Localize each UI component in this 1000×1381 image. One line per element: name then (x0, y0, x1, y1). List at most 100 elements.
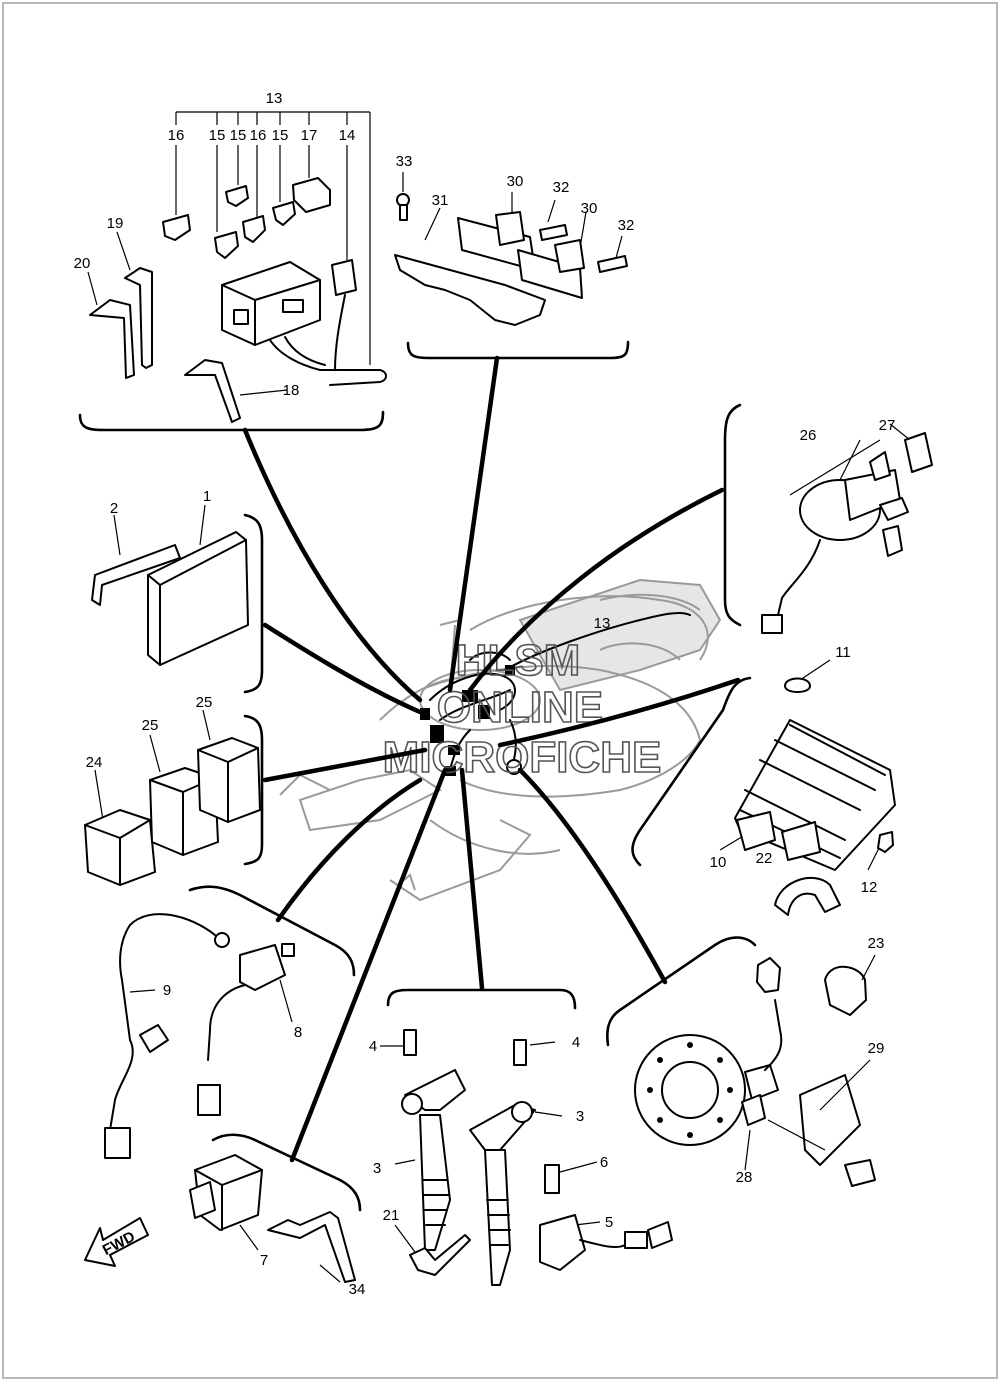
bolt-4b (513, 1039, 527, 1066)
label-11: 11 (835, 644, 851, 661)
group-brackets (78, 340, 757, 1212)
fuse-16a (162, 214, 191, 241)
sensor-5 (539, 1214, 586, 1271)
label-4a: 4 (369, 1038, 377, 1055)
label-32a: 32 (553, 179, 570, 196)
screw-32a (539, 224, 568, 241)
ecu-unit (147, 531, 249, 666)
label-20: 20 (74, 255, 91, 272)
label-24: 24 (86, 754, 103, 771)
coil-3b (484, 1149, 511, 1286)
label-25a: 25 (142, 717, 159, 734)
label-30a: 30 (507, 173, 524, 190)
lead-terminal-9 (104, 1127, 131, 1159)
label-27: 27 (879, 417, 896, 434)
watermark-line1: HLSM (456, 636, 581, 685)
label-21: 21 (383, 1207, 400, 1224)
sensor-5-group (539, 1161, 673, 1271)
fuse-15b (225, 185, 249, 207)
cable-tie-19 (124, 267, 153, 369)
relay-units-group (84, 709, 261, 886)
ignition-coils-group (380, 1029, 563, 1286)
fwd-arrow-icon (84, 1217, 149, 1267)
label-6: 6 (600, 1154, 608, 1171)
label-25b: 25 (196, 694, 213, 711)
label-33: 33 (396, 153, 413, 170)
label-12: 12 (861, 879, 878, 896)
label-8: 8 (294, 1024, 302, 1041)
mounting-bracket-31 (394, 254, 546, 326)
label-15a: 15 (209, 127, 226, 144)
part-labels: 13 16 15 15 16 15 17 14 19 20 18 33 31 3… (74, 90, 896, 1298)
pickup-group (634, 954, 876, 1187)
label-29: 29 (868, 1040, 885, 1057)
collar-12 (877, 831, 894, 853)
rectifier-group (719, 659, 896, 916)
clamp-22 (774, 876, 841, 916)
fuse-box-group (87, 111, 387, 423)
fuse-box (221, 261, 321, 346)
fuse-box-clip (233, 309, 249, 325)
sensor-plate-29 (799, 1074, 861, 1166)
holder-23 (824, 965, 867, 1016)
fuse-connector-14 (331, 259, 357, 296)
label-30b: 30 (581, 200, 598, 217)
label-5: 5 (605, 1214, 613, 1231)
bolt-4a (403, 1029, 417, 1056)
nut-11 (784, 677, 811, 693)
coil-3a (419, 1114, 451, 1251)
bolt-29 (844, 1159, 876, 1187)
cable-tie-18 (184, 359, 241, 423)
cable-tie-20 (89, 299, 135, 379)
label-4b: 4 (572, 1034, 580, 1051)
label-15b: 15 (230, 127, 247, 144)
label-26: 26 (800, 427, 817, 444)
callout-lines (242, 355, 741, 1163)
ignition-connector (761, 614, 783, 634)
label-18: 18 (283, 382, 300, 399)
label-31: 31 (432, 192, 449, 209)
sensor-8-connector (197, 1084, 221, 1116)
label-22: 22 (756, 850, 773, 867)
label-16a: 16 (168, 127, 185, 144)
watermark-line2: ONLINE (437, 683, 603, 732)
ignition-switch-group (761, 423, 933, 634)
label-3b: 3 (576, 1108, 584, 1125)
label-17: 17 (301, 127, 318, 144)
label-7: 7 (260, 1252, 268, 1269)
ignition-key-a (869, 451, 891, 481)
label-34: 34 (349, 1281, 366, 1298)
pickup-connector (756, 957, 781, 993)
fuse-17 (292, 177, 331, 213)
label-10: 10 (710, 854, 727, 871)
label-9: 9 (163, 982, 171, 999)
lead-connector-9 (139, 1024, 169, 1053)
label-28: 28 (736, 1169, 753, 1186)
relay-bracket-group (394, 172, 628, 326)
motorcycle-frame-illustration (279, 578, 722, 902)
key-cap-27 (904, 432, 933, 473)
label-19: 19 (107, 215, 124, 232)
bolt-6 (544, 1164, 560, 1194)
sensor-7-group (189, 1154, 356, 1283)
label-16b: 16 (250, 127, 267, 144)
cable-tie-34 (267, 1211, 356, 1283)
label-15c: 15 (272, 127, 289, 144)
label-13-top: 13 (266, 90, 283, 107)
label-1: 1 (203, 488, 211, 505)
label-2: 2 (110, 500, 118, 517)
label-3a: 3 (373, 1160, 381, 1177)
sensors-left-group (104, 913, 295, 1159)
label-23: 23 (868, 935, 885, 952)
fuse-15a (214, 231, 239, 259)
pickup-sensor-28 (744, 1064, 779, 1101)
label-14: 14 (339, 127, 356, 144)
sensor-5-connector (624, 1231, 648, 1249)
cable-tie-21 (409, 1234, 471, 1276)
ground-lug (214, 932, 230, 948)
label-32b: 32 (618, 217, 635, 234)
ecu-cable-2 (91, 544, 181, 606)
ecu-group (91, 504, 249, 666)
